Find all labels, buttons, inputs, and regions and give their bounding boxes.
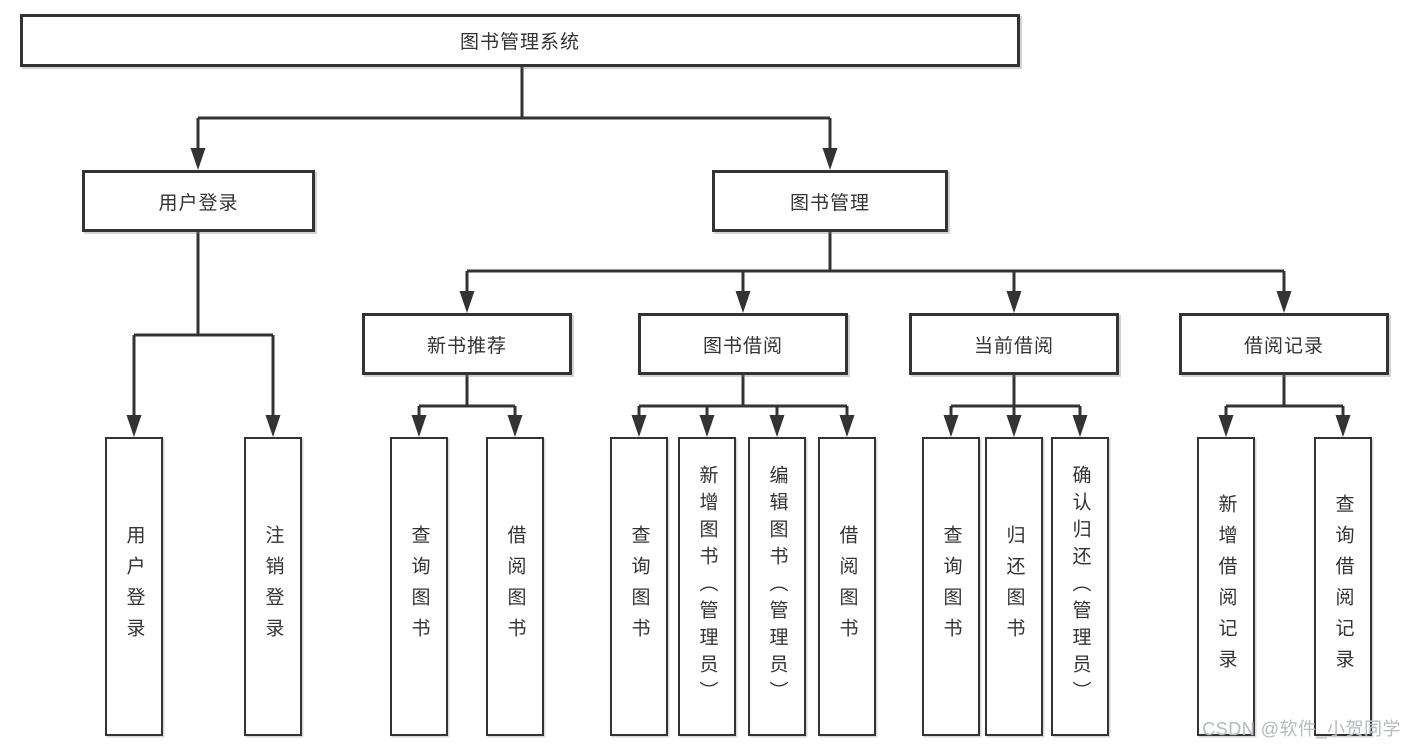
leaf-query-books-borrow: 查询图书 <box>610 437 668 736</box>
node-library-management-system: 图书管理系统 <box>20 14 1020 67</box>
leaf-query-books-recommend: 查询图书 <box>390 437 448 736</box>
leaf-add-borrow-record: 新增借阅记录 <box>1197 437 1255 736</box>
leaf-add-books-admin: 新增图书（管理员） <box>678 437 736 736</box>
leaf-borrow-books-recommend: 借阅图书 <box>486 437 544 736</box>
connector-root-to-level2 <box>196 67 832 152</box>
arrowheads <box>126 148 1351 437</box>
leaf-query-books-current: 查询图书 <box>922 437 980 736</box>
leaf-edit-books-admin: 编辑图书（管理员） <box>748 437 806 736</box>
node-book-management: 图书管理 <box>712 170 948 232</box>
connector-borrow-record-to-leaves <box>1224 375 1345 419</box>
node-book-borrowing: 图书借阅 <box>638 313 848 375</box>
connector-current-borrow-to-leaves <box>949 375 1082 419</box>
node-user-login: 用户登录 <box>82 170 315 232</box>
node-borrowing-records: 借阅记录 <box>1179 313 1389 375</box>
leaf-query-borrow-record: 查询借阅记录 <box>1314 437 1372 736</box>
connector-user-login-to-leaves <box>132 232 275 419</box>
csdn-watermark: CSDN @软件_小贺同学 <box>1202 719 1401 739</box>
connector-book-borrow-to-leaves <box>637 375 849 419</box>
node-current-borrowing: 当前借阅 <box>909 313 1119 375</box>
leaf-return-books: 归还图书 <box>985 437 1043 736</box>
leaf-borrow-books: 借阅图书 <box>818 437 876 736</box>
leaf-user-login: 用户登录 <box>105 437 163 736</box>
connector-book-management-to-level3 <box>465 232 1286 295</box>
connector-new-book-to-leaves <box>417 375 517 419</box>
leaf-logout: 注销登录 <box>244 437 302 736</box>
leaf-confirm-return-admin: 确认归还（管理员） <box>1051 437 1109 736</box>
node-new-book-recommendation: 新书推荐 <box>362 313 572 375</box>
